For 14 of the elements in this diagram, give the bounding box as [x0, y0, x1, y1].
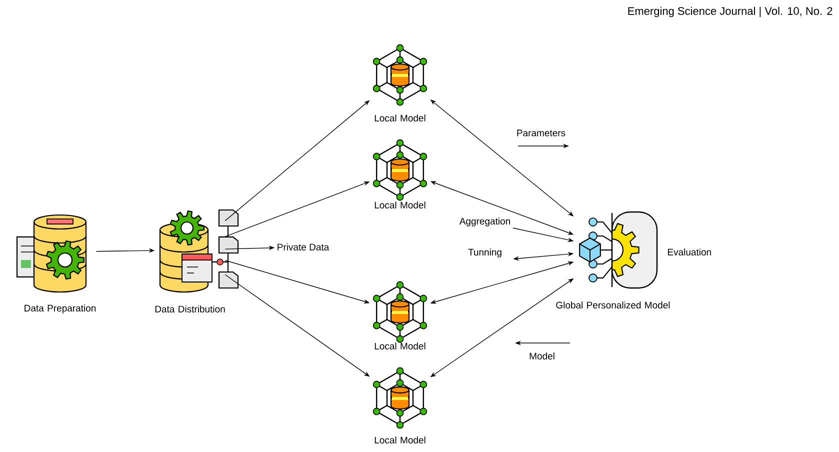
edge-label: Aggregation — [458, 216, 512, 228]
edge-label: Tunning — [467, 248, 503, 258]
node-label: Local Model — [374, 436, 426, 444]
node-label: Local Model — [374, 202, 426, 208]
arrow-label: Parameters — [517, 130, 566, 136]
node-label: Private Data — [278, 244, 330, 250]
node-label: Data Distribution — [155, 306, 225, 312]
node-label: Global Personalized Model — [556, 302, 670, 308]
page-header: Emerging Science Journal | Vol. 10, No. 2 — [628, 6, 832, 18]
node-caption: Evaluation — [668, 248, 711, 256]
node-label: Data Preparation — [24, 304, 96, 314]
node-label: Local Model — [374, 114, 426, 122]
node-label: Local Model — [374, 342, 426, 350]
arrow-label: Model — [530, 352, 554, 360]
